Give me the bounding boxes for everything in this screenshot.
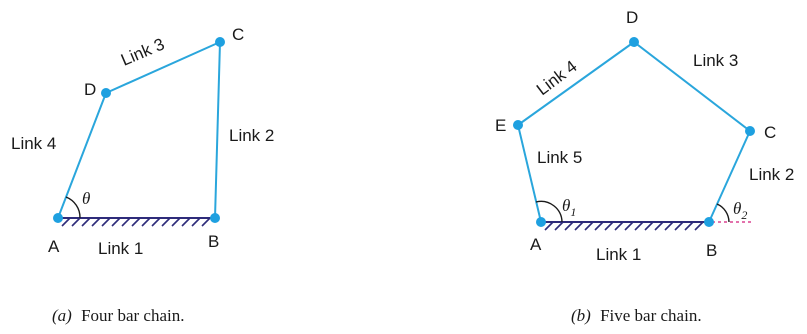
five-bar-label-b: B	[706, 241, 717, 260]
four-bar-label-b: B	[208, 232, 219, 251]
four-bar-joint-a	[53, 213, 63, 223]
five-bar-theta-1-subscript: 1	[570, 205, 576, 219]
five-bar-label-link-4: Link 4	[533, 57, 581, 99]
four-bar-label-a: A	[48, 237, 60, 256]
five-bar-link-5	[517, 124, 542, 223]
four-bar-caption-prefix: (a)	[52, 306, 72, 325]
five-bar-caption-prefix: (b)	[571, 306, 591, 325]
four-bar-link-2	[214, 41, 221, 219]
five-bar-joint-b	[704, 217, 714, 227]
five-bar-label-theta-1: θ1	[562, 196, 576, 219]
five-bar-joint-d	[629, 37, 639, 47]
five-bar-label-a: A	[530, 235, 542, 254]
five-bar-joint-e	[513, 120, 523, 130]
five-bar-label-link-5: Link 5	[537, 148, 582, 167]
five-bar-label-d: D	[626, 8, 638, 27]
five-bar-theta-2-subscript: 2	[741, 208, 747, 222]
four-bar-chain: A B C D Link 1 Link 2 Link 3 Link 4 θ (a…	[11, 25, 274, 325]
four-bar-label-link-4: Link 4	[11, 134, 56, 153]
four-bar-label-link-3: Link 3	[118, 34, 167, 69]
four-bar-label-theta: θ	[82, 189, 90, 208]
four-bar-joint-b	[210, 213, 220, 223]
four-bar-label-d: D	[84, 80, 96, 99]
five-bar-joint-a	[536, 217, 546, 227]
five-bar-caption-text: Five bar chain.	[600, 306, 702, 325]
four-bar-caption: (a) Four bar chain.	[52, 306, 184, 325]
five-bar-label-link-1: Link 1	[596, 245, 641, 264]
four-bar-ground-hatch	[58, 217, 215, 227]
five-bar-label-e: E	[495, 116, 506, 135]
four-bar-angle-arc	[65, 196, 81, 219]
four-bar-caption-text: Four bar chain.	[81, 306, 184, 325]
four-bar-label-c: C	[232, 25, 244, 44]
five-bar-label-link-2: Link 2	[749, 165, 794, 184]
five-bar-label-c: C	[764, 123, 776, 142]
four-bar-label-link-1: Link 1	[98, 239, 143, 258]
five-bar-angle-1-arc	[535, 200, 563, 223]
five-bar-ground-hatch	[541, 221, 709, 231]
five-bar-joint-c	[745, 126, 755, 136]
five-bar-theta-1-symbol: θ	[562, 196, 570, 215]
four-bar-label-link-2: Link 2	[229, 126, 274, 145]
five-bar-link-2	[708, 130, 751, 223]
four-bar-joint-d	[101, 88, 111, 98]
five-bar-caption: (b) Five bar chain.	[571, 306, 702, 325]
five-bar-label-theta-2: θ2	[733, 199, 747, 222]
five-bar-link-3	[633, 41, 751, 132]
five-bar-angle-2-arc	[716, 203, 730, 223]
five-bar-label-link-3: Link 3	[693, 51, 738, 70]
five-bar-chain: A B C D E Link 1 Link 2 Link 3 Link 4 Li…	[495, 8, 794, 325]
five-bar-link-4	[517, 41, 635, 126]
five-bar-theta-2-symbol: θ	[733, 199, 741, 218]
four-bar-link-3	[105, 41, 221, 94]
four-bar-joint-c	[215, 37, 225, 47]
